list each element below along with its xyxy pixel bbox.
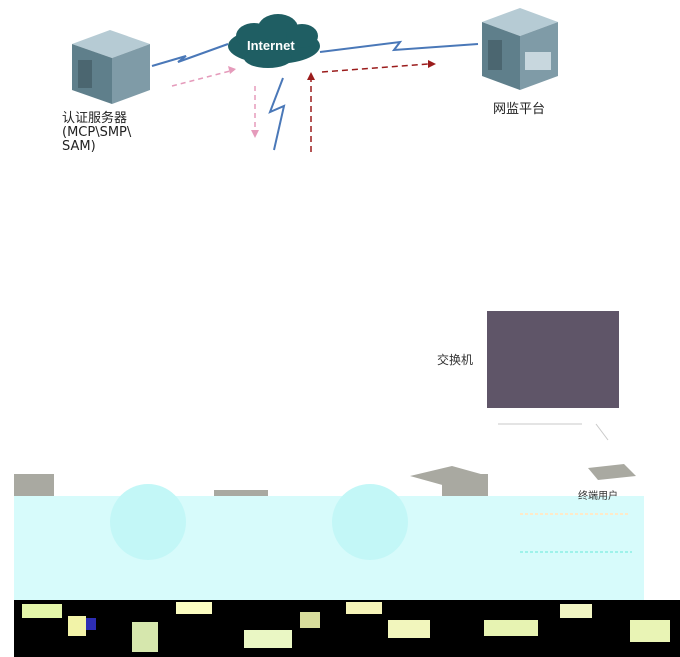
internet-monitor-link [319,40,479,53]
terminal-user-label: 终端用户 [578,491,618,502]
internet-down-link [268,77,286,151]
red-arrow-monitor [321,63,429,73]
monitor-platform-label: 网监平台 [493,102,546,117]
internet-cloud-icon [228,14,320,68]
switch-label: 交换机 [437,353,474,367]
auth-server-label: 认证服务器 (MCP\SMP\ SAM) [62,112,131,154]
pink-arrow-auth [171,69,235,87]
switch-box [487,311,619,408]
internet-label: Internet [247,38,295,53]
auth-internet-link [151,43,229,67]
auth-server-label-line-2: (MCP\SMP\ [62,125,132,140]
monitor-platform-icon [482,8,558,90]
auth-server-label-line-3: SAM) [62,139,96,154]
auth-server-label-line-1: 认证服务器 [62,111,128,126]
auth-server-icon [72,30,150,104]
